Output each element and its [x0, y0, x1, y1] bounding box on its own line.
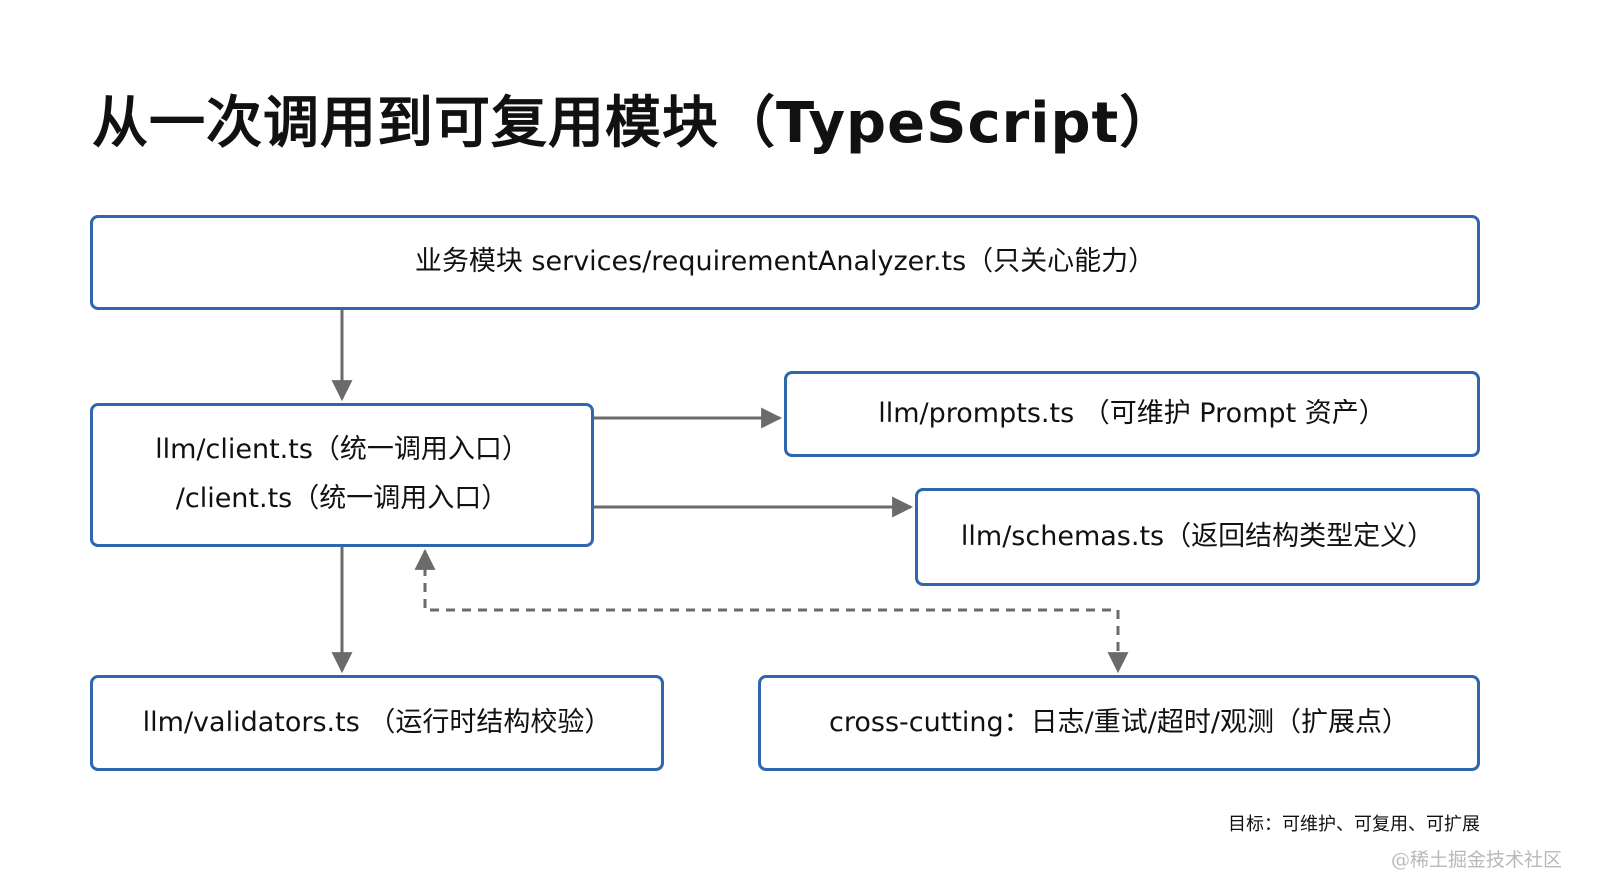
node-client-line2: /client.ts（统一调用入口）	[175, 483, 509, 514]
node-services-label: 业务模块 services/requirementAnalyzer.ts（只关心…	[414, 246, 1156, 278]
node-schemas-label: llm/schemas.ts（返回结构类型定义）	[960, 520, 1435, 552]
node-crosscutting-label: cross-cutting：日志/重试/超时/观测（扩展点）	[829, 706, 1409, 738]
node-schemas: llm/schemas.ts（返回结构类型定义）	[915, 488, 1480, 586]
node-client: llm/client.ts（统一调用入口） /client.ts（统一调用入口）	[90, 403, 594, 547]
node-validators: llm/validators.ts （运行时结构校验）	[90, 675, 664, 771]
node-services: 业务模块 services/requirementAnalyzer.ts（只关心…	[90, 215, 1480, 310]
node-crosscutting: cross-cutting：日志/重试/超时/观测（扩展点）	[758, 675, 1480, 771]
footnote-goals: 目标：可维护、可复用、可扩展	[1228, 814, 1480, 835]
node-validators-label: llm/validators.ts （运行时结构校验）	[142, 706, 612, 738]
page-title: 从一次调用到可复用模块（TypeScript）	[92, 91, 1177, 156]
edge-crosscut-client-dashed	[414, 548, 1129, 674]
watermark: @稀土掘金技术社区	[1390, 849, 1562, 871]
node-client-line1: llm/client.ts（统一调用入口）	[155, 434, 529, 466]
node-prompts: llm/prompts.ts （可维护 Prompt 资产）	[784, 371, 1480, 457]
node-prompts-label: llm/prompts.ts （可维护 Prompt 资产）	[878, 397, 1386, 429]
